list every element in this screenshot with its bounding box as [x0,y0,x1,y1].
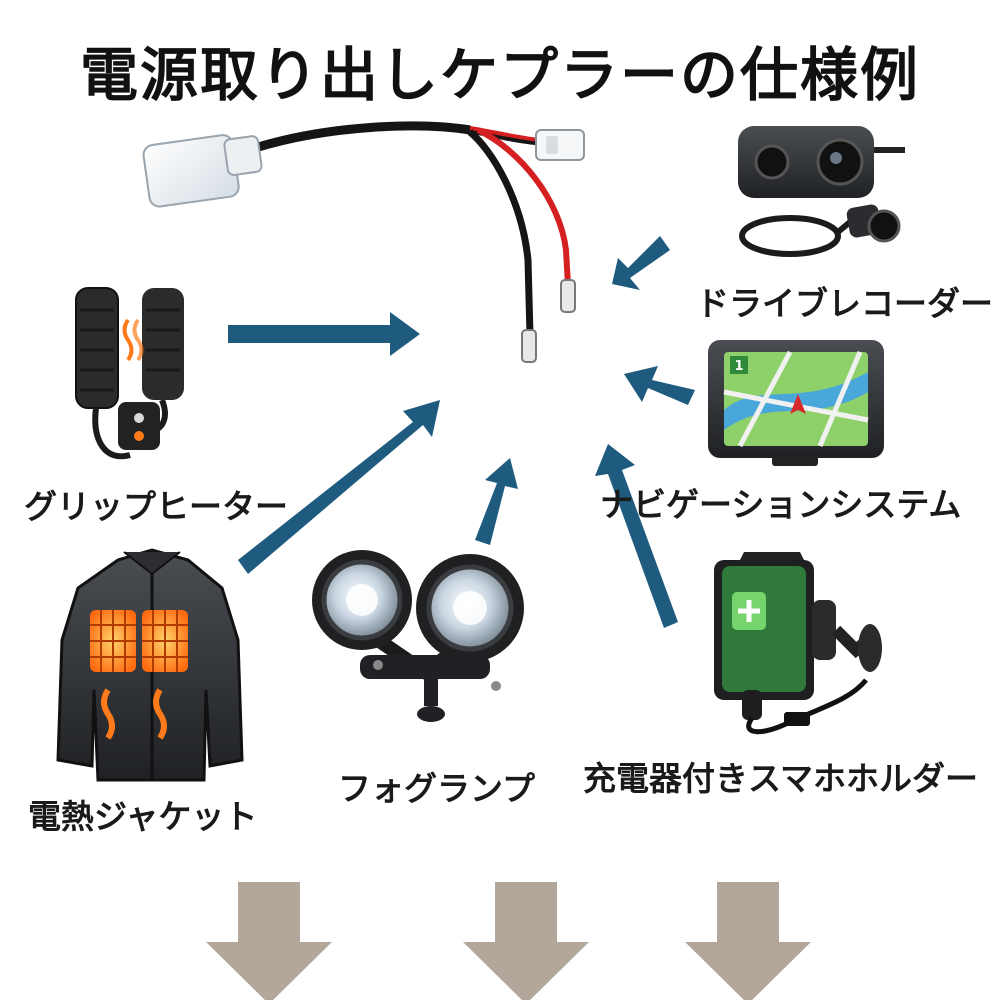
label-navigation: ナビゲーションシステム [600,485,962,524]
arrow-from-fog-lamp [475,458,518,545]
navigation-device-icon: 1 [708,340,884,466]
page-title: 電源取り出しケプラーの仕様例 [79,41,920,109]
arrow-from-grip-heater [228,312,420,356]
label-heated-jacket: 電熱ジャケット [28,797,258,836]
flow-arrows [228,236,695,628]
phone-holder-icon [714,552,882,735]
down-arrows [206,882,811,1000]
heated-jacket-icon [56,548,244,782]
down-arrow-right [685,882,811,1000]
navigation-screen-badge: 1 [734,359,743,374]
fog-lamp-icon [312,550,524,722]
label-phone-holder: 充電器付きスマホホルダー [583,759,979,798]
down-arrow-left [206,882,332,1000]
grip-heater-icon [75,287,184,460]
dashcam-icon [738,126,905,257]
power-coupler-harness-icon [142,121,585,363]
label-grip-heater: グリップヒーター [24,487,288,526]
down-arrow-center [463,882,589,1000]
arrow-from-heated-jacket [238,400,440,574]
arrow-from-navigation [624,366,695,405]
label-fog-lamp: フォグランプ [338,769,536,808]
label-dashcam: ドライブレコーダー [696,284,993,323]
arrow-from-dashcam [612,236,670,290]
arrow-from-phone-holder [595,444,678,628]
